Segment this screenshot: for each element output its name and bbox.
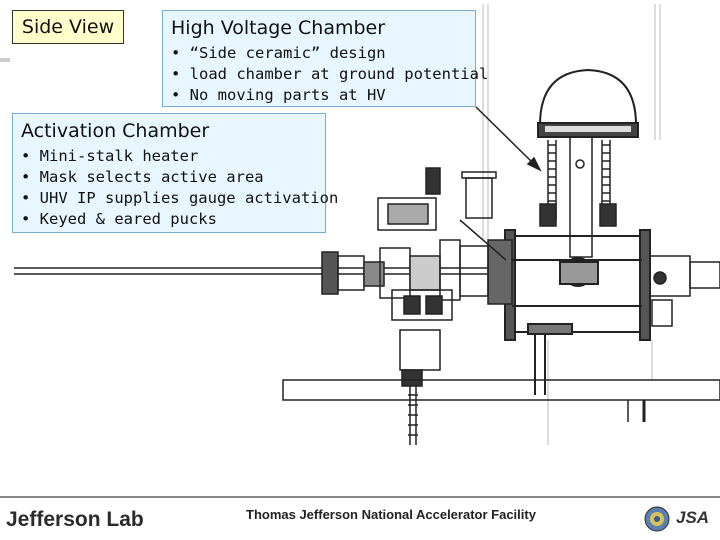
hv-chamber-bullets: • “Side ceramic” design • load chamber a… [171, 43, 489, 106]
main-chamber [504, 229, 651, 395]
base-platform [282, 379, 720, 422]
right-side-port [649, 255, 720, 327]
hv-chamber-title: High Voltage Chamber [171, 17, 386, 39]
activation-chamber-bullets: • Mini-stalk heater • Mask selects activ… [21, 146, 339, 230]
background-guide-lines [0, 4, 661, 445]
footer-divider [0, 496, 720, 498]
activation-chamber-callout: Activation Chamber • Mini-stalk heater •… [12, 113, 339, 233]
activation-chamber-assembly [377, 167, 507, 445]
jsa-logo: JSA [676, 508, 710, 527]
activation-bullet: • Mask selects active area [21, 168, 264, 186]
ceramic-insulator-columns [539, 136, 617, 258]
hv-bullet: • “Side ceramic” design [171, 44, 386, 62]
hv-bullet: • load chamber at ground potential [171, 65, 489, 83]
hv-chamber-callout: High Voltage Chamber • “Side ceramic” de… [162, 10, 489, 107]
side-view-text: Side View [21, 16, 115, 38]
jefferson-lab-logo: Jefferson Lab [6, 508, 144, 531]
activation-chamber-title: Activation Chamber [21, 120, 210, 142]
callout-pointer-arrow [475, 106, 542, 172]
side-view-label: Side View [12, 10, 124, 44]
hv-dome [537, 68, 639, 138]
footer-facility-name: Thomas Jefferson National Accelerator Fa… [246, 507, 536, 522]
doe-seal-icon [644, 506, 670, 532]
hv-bullet: • No moving parts at HV [171, 86, 386, 104]
activation-bullet: • Mini-stalk heater [21, 147, 199, 165]
activation-bullet: • Keyed & eared pucks [21, 210, 217, 228]
transfer-rod [14, 239, 513, 305]
activation-bullet: • UHV IP supplies gauge activation [21, 189, 339, 207]
